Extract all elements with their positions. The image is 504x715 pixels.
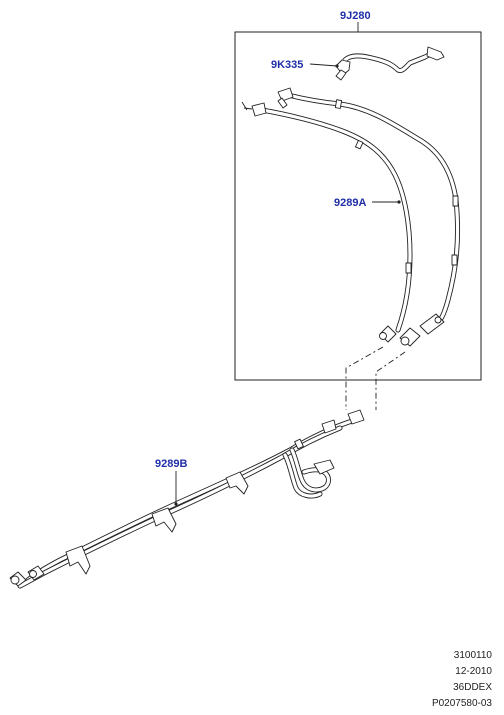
pipe-9289a [241, 87, 461, 347]
leader-dot-9k335 [335, 64, 339, 68]
callout-9289a: 9289A [334, 197, 366, 209]
leader-dot-9289a [397, 200, 401, 204]
reference-line-2: 12-2010 [455, 666, 492, 677]
connection-dashes [345, 346, 406, 410]
callout-9k335: 9K335 [271, 59, 303, 71]
reference-line-4: P0207580-03 [431, 698, 492, 709]
callout-9289b: 9289B [155, 458, 187, 470]
leader-dot-9289b [174, 502, 178, 506]
reference-line-1: 3100110 [453, 650, 492, 661]
leader-9k335 [309, 63, 338, 67]
reference-line-3: 36DDEX [453, 682, 492, 693]
pipe-9289b [9, 409, 365, 589]
hose-9k335 [335, 46, 445, 81]
callout-9j280: 9J280 [340, 10, 371, 22]
